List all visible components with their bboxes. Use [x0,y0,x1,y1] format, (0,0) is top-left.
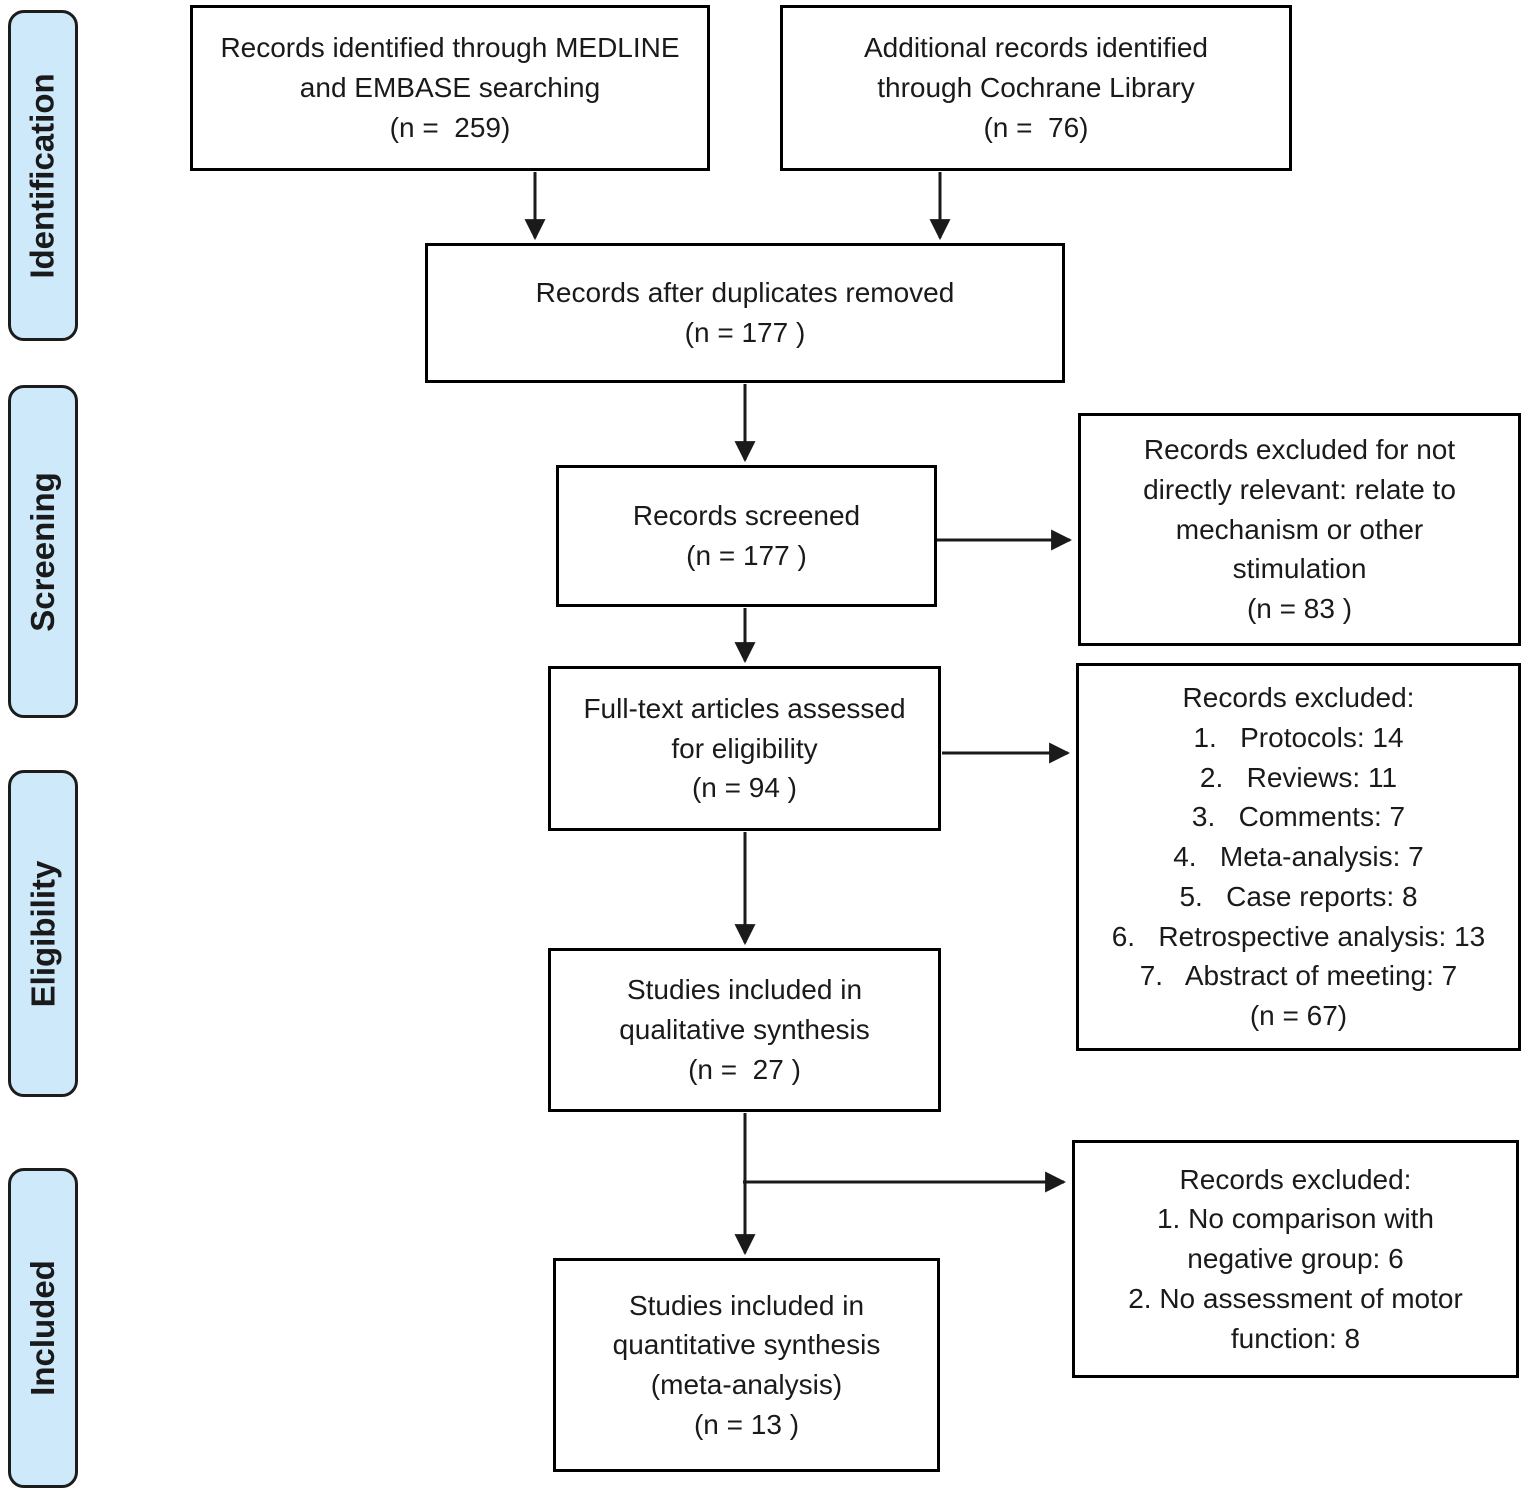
stage-label-screening: Screening [8,385,78,718]
box-excluded-not-relevant: Records excluded for not directly releva… [1078,413,1521,646]
box-records-after-duplicates: Records after duplicates removed (n = 17… [425,243,1065,383]
box-excluded-not-relevant-text: Records excluded for not directly releva… [1143,434,1456,625]
box-quantitative-synthesis: Studies included in quantitative synthes… [553,1258,940,1472]
box-excluded-fulltext-reasons-text: Records excluded: 1. Protocols: 14 2. Re… [1111,682,1486,1032]
box-records-screened-text: Records screened (n = 177 ) [632,500,861,571]
box-excluded-meta-analysis-reasons: Records excluded: 1. No comparison with … [1072,1140,1519,1378]
box-additional-records-cochrane: Additional records identified through Co… [780,5,1292,171]
stage-label-included: Included [8,1168,78,1488]
box-records-identified-medline-text: Records identified through MEDLINE and E… [220,32,680,143]
box-qualitative-synthesis: Studies included in qualitative synthesi… [548,948,941,1112]
box-quantitative-synthesis-text: Studies included in quantitative synthes… [612,1289,881,1440]
box-qualitative-synthesis-text: Studies included in qualitative synthesi… [619,974,870,1085]
stage-label-identification-text: Identification [24,72,61,279]
box-records-screened: Records screened (n = 177 ) [556,465,937,607]
box-excluded-fulltext-reasons: Records excluded: 1. Protocols: 14 2. Re… [1076,663,1521,1051]
stage-label-eligibility: Eligibility [8,770,78,1097]
stage-label-identification: Identification [8,10,78,341]
stage-label-eligibility-text: Eligibility [24,860,61,1007]
stage-label-included-text: Included [24,1260,61,1396]
box-excluded-meta-analysis-reasons-text: Records excluded: 1. No comparison with … [1128,1163,1463,1354]
box-additional-records-cochrane-text: Additional records identified through Co… [864,32,1208,143]
stage-label-screening-text: Screening [24,471,61,632]
box-records-identified-medline: Records identified through MEDLINE and E… [190,5,710,171]
box-fulltext-assessed: Full-text articles assessed for eligibil… [548,666,941,831]
box-records-after-duplicates-text: Records after duplicates removed (n = 17… [535,277,955,348]
box-fulltext-assessed-text: Full-text articles assessed for eligibil… [583,692,906,804]
